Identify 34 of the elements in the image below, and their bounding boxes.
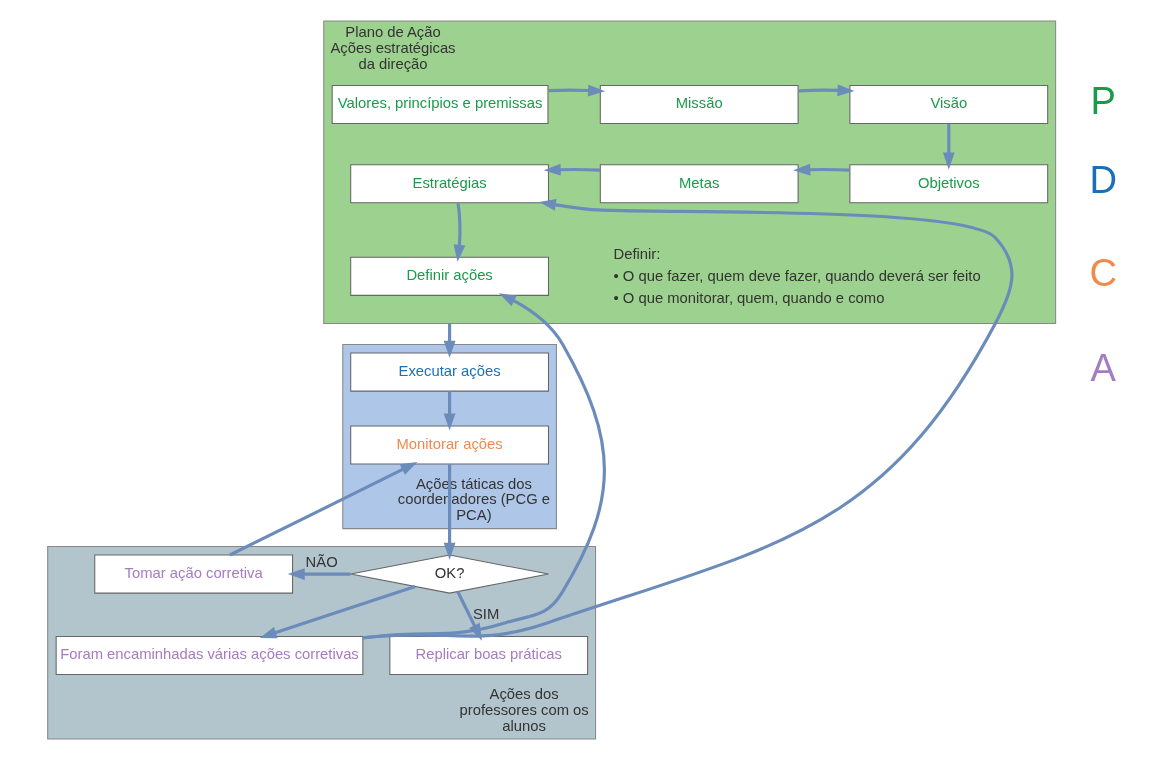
node-box: Tomar ação corretiva	[94, 554, 294, 594]
node-diamond: OK?	[350, 554, 549, 594]
node-box: Replicar boas práticas	[389, 635, 589, 676]
arrow	[942, 123, 955, 170]
arrow	[453, 202, 466, 262]
node-box: Executar ações	[350, 352, 549, 392]
node-box: Objetivos	[849, 164, 1049, 204]
label: • O que monitorar, quem, quando e como	[613, 290, 885, 306]
arrow	[543, 163, 601, 176]
label: A	[1090, 347, 1116, 390]
node-box: Missão	[599, 84, 799, 125]
node-box: Valores, princípios e premissas	[331, 84, 549, 125]
arrow	[259, 585, 416, 639]
arrow	[798, 84, 855, 97]
node-box: Definir ações	[350, 256, 549, 296]
arrow	[443, 323, 456, 358]
edge-label: SIM	[472, 605, 500, 622]
arrow	[443, 391, 456, 431]
label: P	[1090, 79, 1116, 122]
arrow	[793, 163, 850, 176]
label: • O que fazer, quem deve fazer, quando deverá ser feito	[613, 267, 981, 284]
edge-label: NÃO	[305, 553, 338, 570]
node-box: Estratégias	[350, 164, 549, 204]
node-box: Visão	[849, 84, 1049, 125]
label: Definir:	[613, 245, 661, 262]
label: D	[1089, 159, 1117, 202]
node-box: Metas	[599, 164, 799, 204]
node-box: Monitorar ações	[350, 425, 549, 465]
label: C	[1089, 251, 1117, 294]
arrow	[443, 464, 456, 560]
arrow	[229, 462, 418, 557]
arrow	[548, 84, 605, 97]
arrow	[287, 568, 351, 580]
node-box: Foram encaminhadas várias ações corretivas	[55, 635, 364, 676]
